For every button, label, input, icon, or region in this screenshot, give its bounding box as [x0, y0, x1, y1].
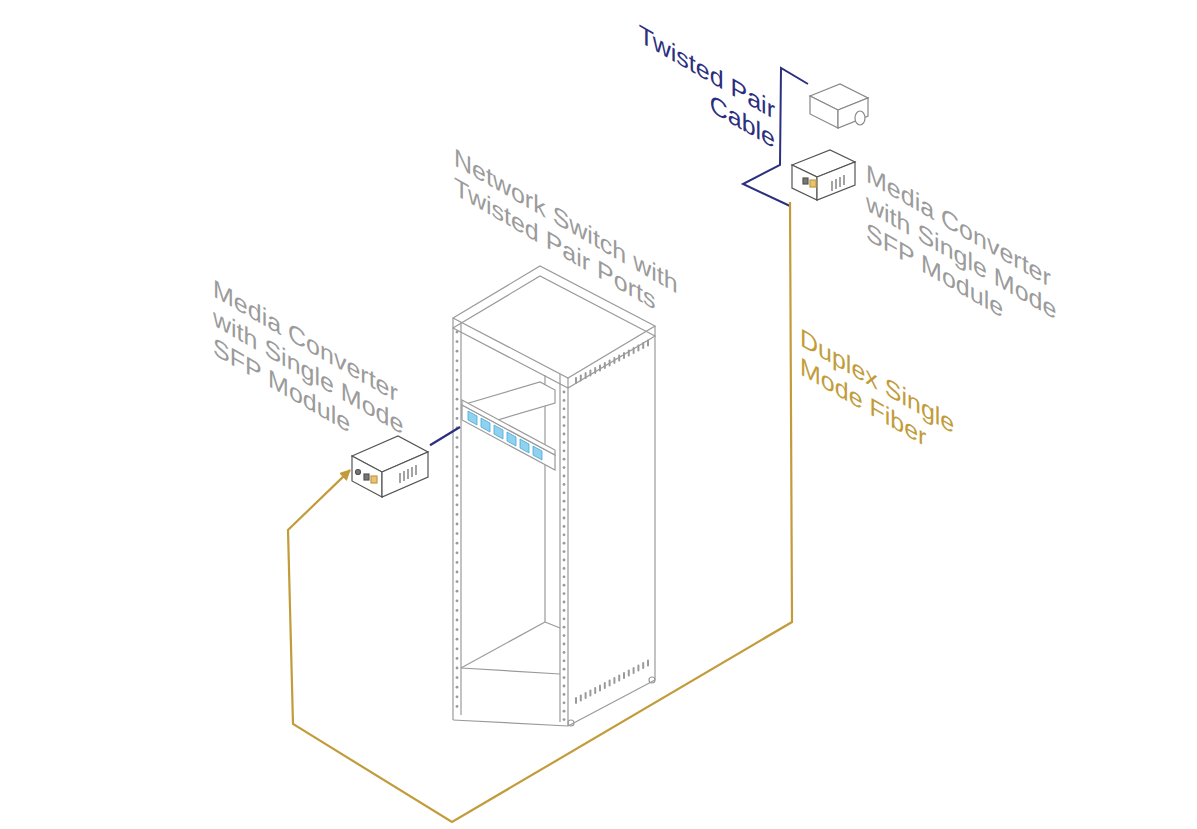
edge-label: Duplex Single Mode Fiber [800, 322, 960, 472]
device-label: Media Converter with Single Mode SFP Mod… [866, 158, 1071, 363]
cable-label: Twisted Pair Cable [635, 16, 775, 155]
fiber-link [288, 202, 792, 822]
rack [453, 266, 655, 726]
camera [810, 84, 868, 128]
media-converter-right [792, 150, 855, 200]
device-label: Media Converter with Single Mode SFP Mod… [213, 273, 418, 478]
rack-vents [456, 331, 649, 721]
device-node: Media Converter with Single Mode SFP Mod… [350, 436, 430, 498]
switch [462, 382, 555, 470]
device-node: Media Converter with Single Mode SFP Mod… [790, 150, 857, 202]
media-converter-left [352, 436, 428, 497]
device-node: Network Switch with Twisted Pair Ports [460, 382, 557, 472]
twisted-pair-link [430, 427, 460, 445]
